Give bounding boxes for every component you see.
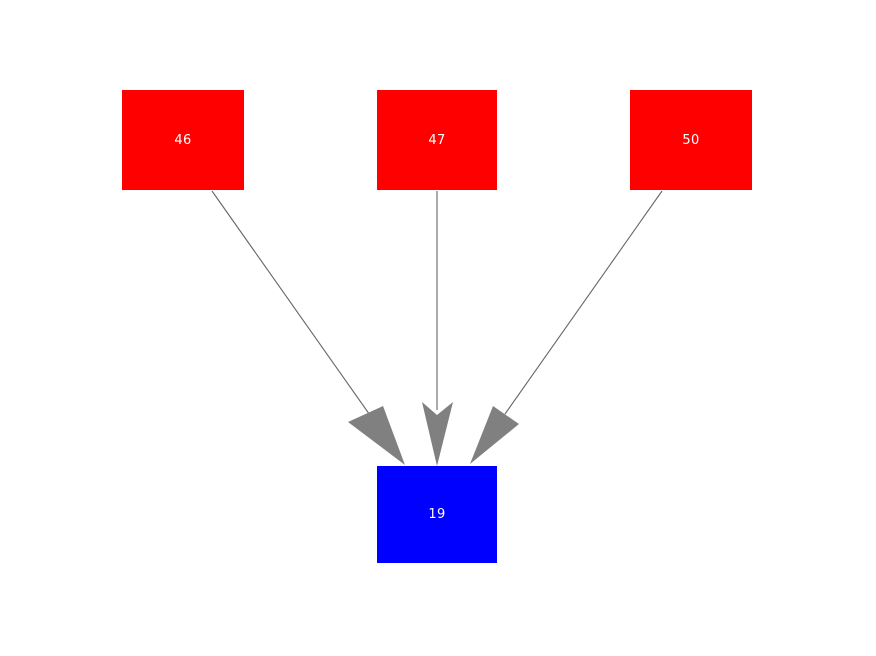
arrowhead-50-to-19: [470, 406, 519, 464]
node-46-label: 46: [174, 132, 192, 148]
arrowhead-47-to-19: [422, 402, 453, 466]
node-19-label: 19: [428, 507, 446, 522]
node-19[interactable]: 19: [377, 466, 497, 563]
node-50-label: 50: [682, 132, 700, 148]
arrowhead-46-to-19: [348, 406, 405, 465]
node-50[interactable]: 50: [630, 90, 752, 190]
edge-46-to-19: [211, 190, 373, 419]
node-47-label: 47: [428, 132, 446, 148]
edge-50-to-19: [504, 190, 663, 415]
node-47[interactable]: 47: [377, 90, 497, 190]
node-46[interactable]: 46: [122, 90, 244, 190]
